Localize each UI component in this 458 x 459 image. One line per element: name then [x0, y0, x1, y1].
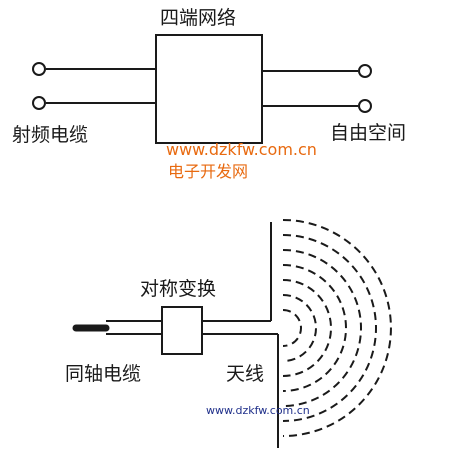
wavefront-ring-5 — [282, 249, 362, 407]
coax-cable-label: 同轴电缆 — [65, 363, 141, 385]
balun-box — [161, 306, 203, 355]
wavefront-ring-1 — [282, 309, 302, 347]
wavefront-ring-2 — [282, 294, 317, 362]
free-space-label: 自由空间 — [330, 122, 406, 144]
antenna-feed-diagram — [72, 222, 279, 448]
rf-cable-lower-terminal — [32, 96, 46, 110]
balun-label: 对称变换 — [140, 278, 216, 300]
antenna-label: 天线 — [226, 363, 264, 385]
four-terminal-network-label: 四端网络 — [160, 7, 236, 29]
four-terminal-network-box — [155, 34, 263, 144]
wavefront-ring-4 — [282, 264, 347, 392]
wavefront-ring-6 — [282, 234, 377, 422]
free-space-lower-terminal — [358, 99, 372, 113]
wavefront-ring-3 — [282, 279, 332, 377]
site-url-watermark: www.dzkfw.com.cn — [166, 140, 317, 159]
four-terminal-network-diagram — [32, 34, 372, 144]
site-name-watermark: 电子开发网 — [168, 162, 248, 181]
footer-url-watermark: www.dzkfw.com.cn — [206, 404, 310, 417]
free-space-upper-terminal — [358, 64, 372, 78]
wavefront-ring-7 — [282, 219, 392, 437]
rf-cable-label: 射频电缆 — [12, 124, 88, 146]
radiation-wavefronts — [282, 219, 392, 437]
rf-cable-upper-terminal — [32, 62, 46, 76]
